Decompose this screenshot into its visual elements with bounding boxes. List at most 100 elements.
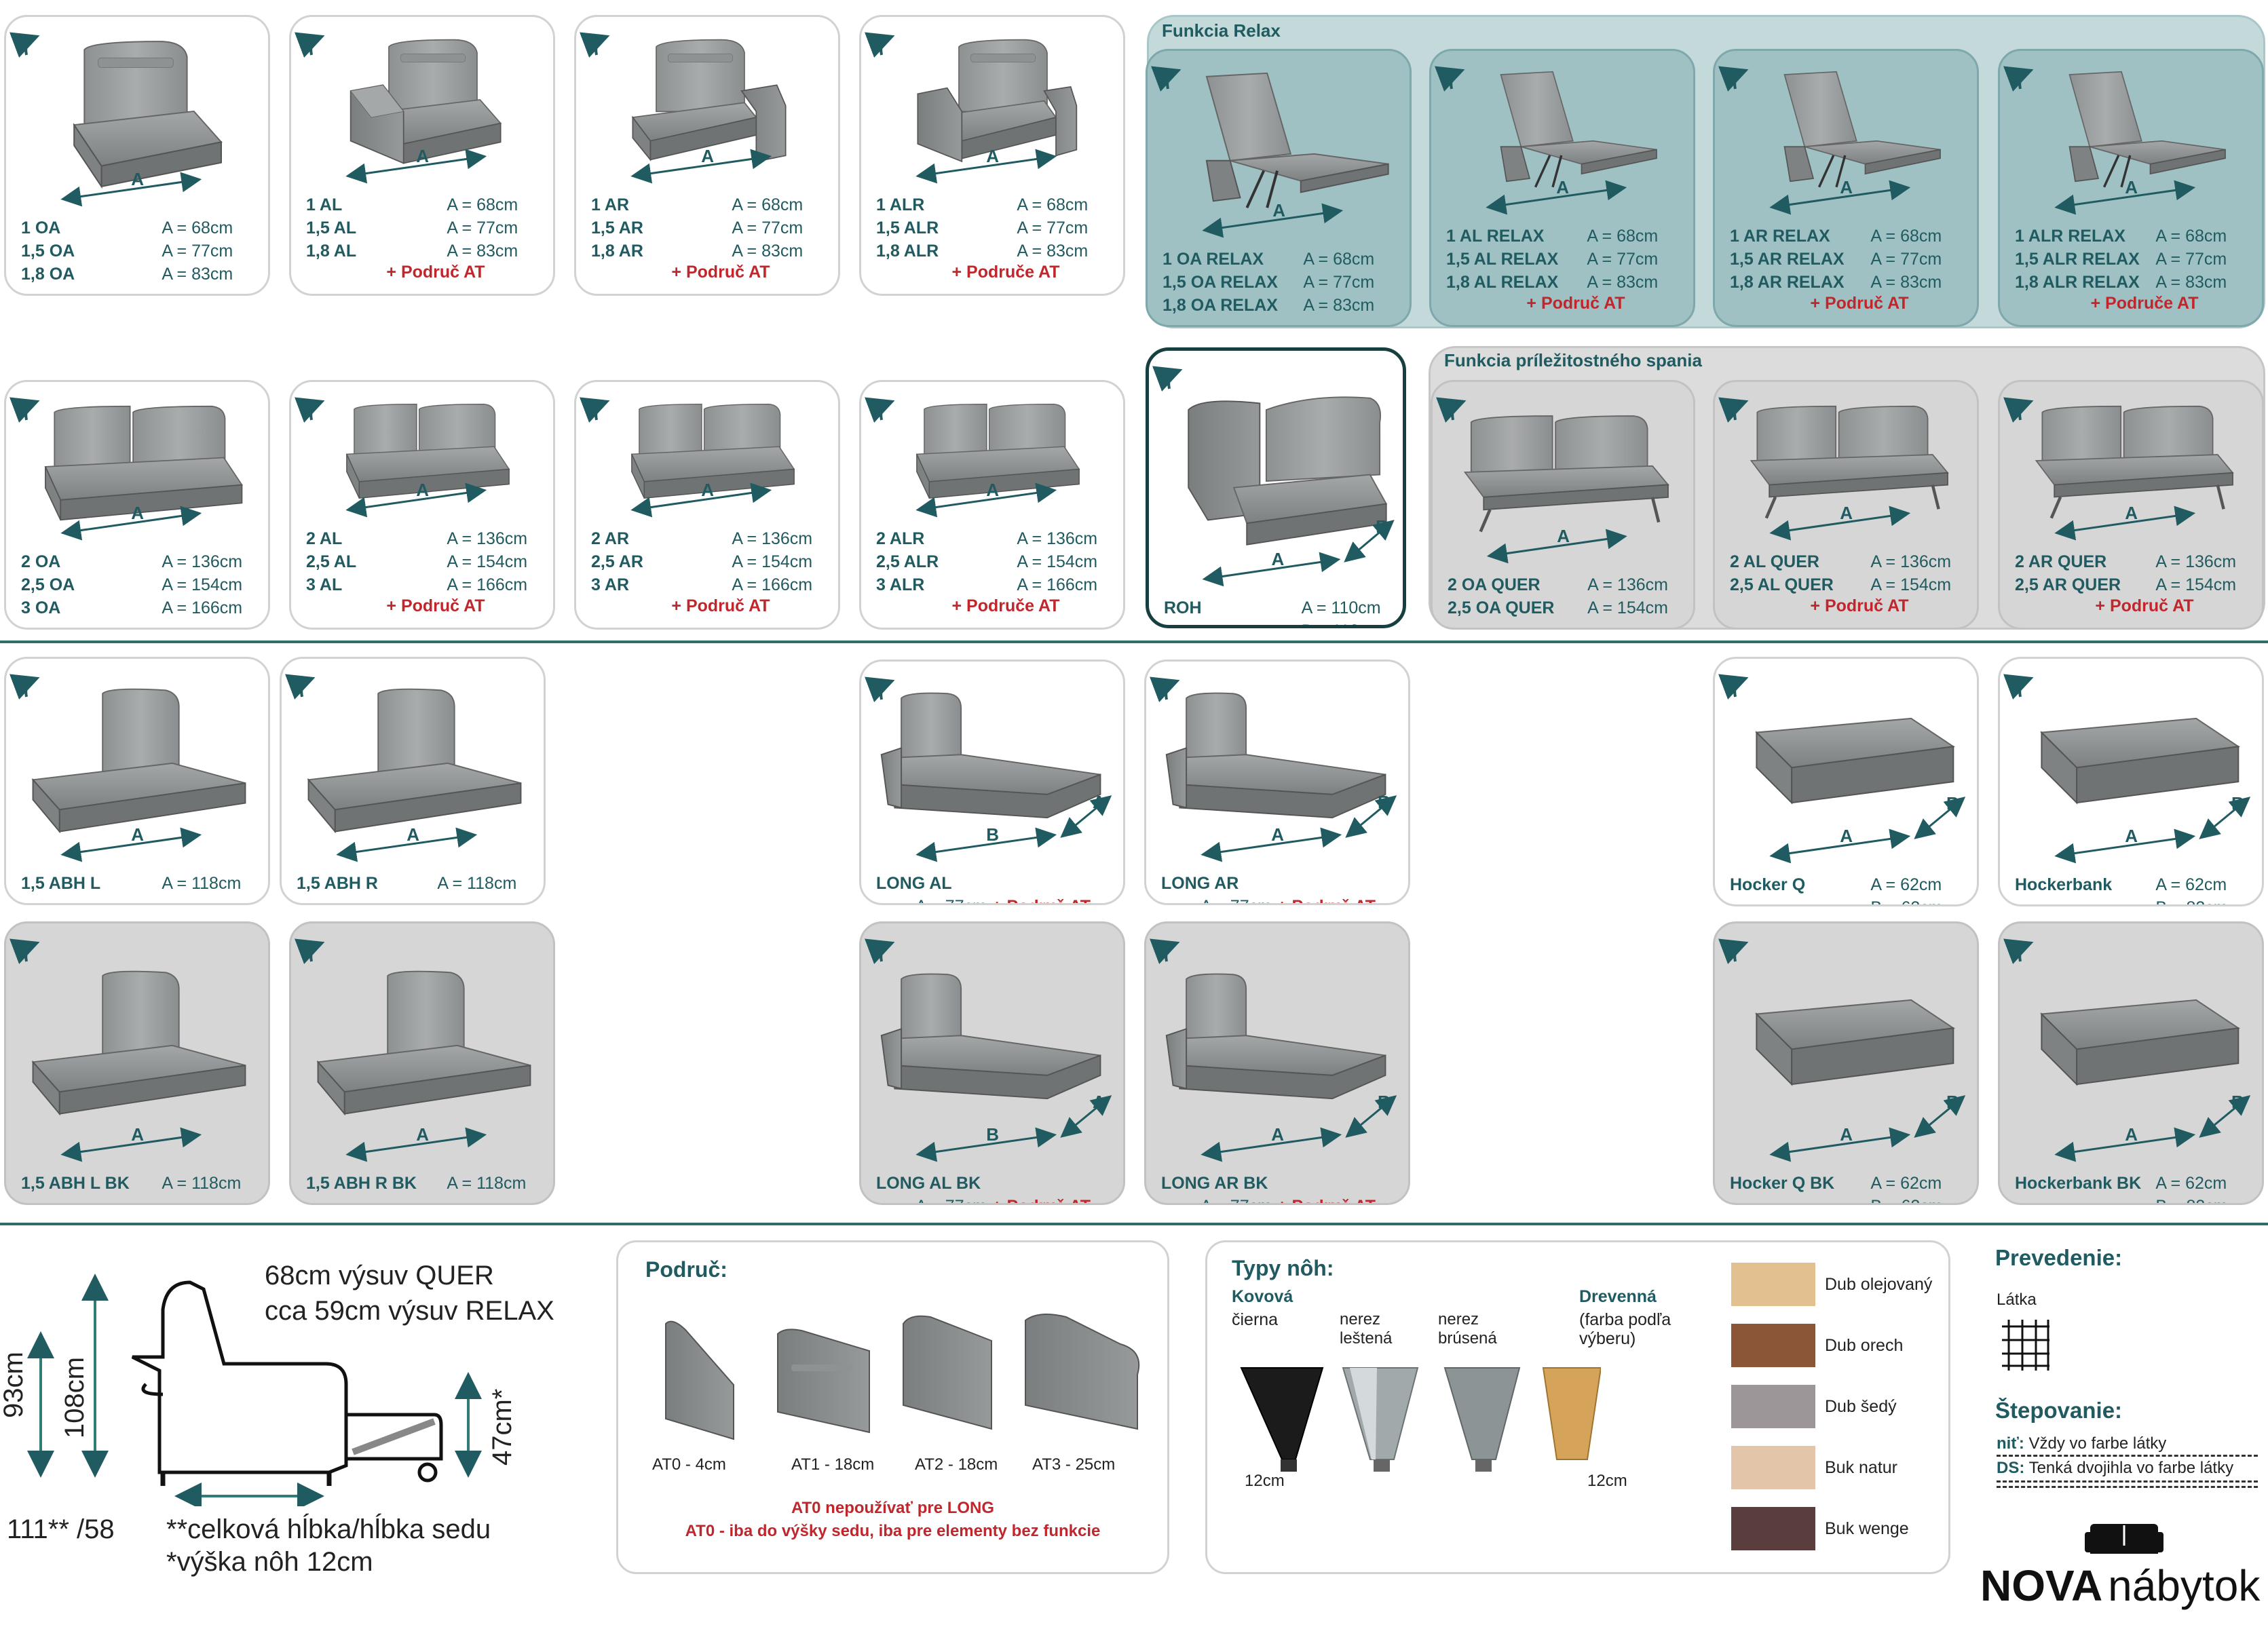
product-illustration: A	[1718, 397, 1979, 541]
design-title: Prevedenie:	[1995, 1245, 2123, 1270]
product-code: 1 AL RELAX	[1446, 227, 1545, 246]
dimension-text: A = 136cm	[1017, 529, 1098, 548]
dimension-text: A = 68cm	[1587, 227, 1659, 246]
product-illustration: A	[580, 32, 787, 184]
product-illustration: AB	[2003, 674, 2251, 864]
product-code: 2 AL QUER	[1730, 552, 1819, 571]
rotate-arrow-icon	[1152, 366, 1183, 391]
product-code: Hocker Q BK	[1730, 1174, 1835, 1193]
product-dimensions: A = 77cm+ Područ ATB = 190cm	[915, 895, 1091, 903]
dimension-arrow	[1769, 828, 1911, 864]
dimension-value: B = 82cm	[2155, 1195, 2227, 1203]
dimension-text: A = 118cm	[162, 874, 242, 893]
dimension-letter: A	[416, 480, 429, 500]
dimension-value: A = 166cm	[447, 573, 527, 596]
legs-metal-height: 12cm	[1245, 1472, 1285, 1490]
dimension-text: A = 62cm	[1870, 875, 1942, 894]
rotate-arrow-icon	[1436, 397, 1467, 423]
dimension-value: A = 68cm	[162, 216, 233, 240]
dimension-value: A = 136cm	[1870, 550, 1951, 573]
dimension-letter-2: B	[1378, 1092, 1391, 1112]
product-code: 1,5 AR RELAX	[1730, 250, 1845, 269]
rotate-arrow-icon	[2003, 938, 2034, 964]
product-code: Hockerbank	[2015, 875, 2113, 894]
dimension-text: B = 110cm	[1302, 622, 1382, 625]
dimension-text: A = 77cm	[2155, 250, 2227, 269]
dimension-arrow	[345, 149, 487, 184]
dimension-text: A = 136cm	[2155, 552, 2237, 571]
dimension-text: A = 83cm	[1017, 242, 1089, 261]
dimension-letter: A	[701, 146, 714, 166]
armrest-note1: AT0 nepoužívať pre LONG	[791, 1499, 995, 1517]
dimension-value: A = 83cm	[732, 240, 803, 263]
dimension-arrow	[60, 1127, 202, 1162]
dimension-letter: A	[1840, 503, 1853, 523]
dimension-text: A = 62cm	[1870, 1174, 1942, 1193]
dimension-value: A = 83cm	[1303, 294, 1374, 317]
dimension-text: A = 154cm	[732, 552, 813, 571]
dimension-text: A = 83cm	[732, 242, 804, 261]
rotate-arrow-icon	[1718, 397, 1749, 423]
dimension-text: A = 77cm	[1587, 250, 1659, 269]
product-code: 1,8 OA RELAX	[1163, 296, 1278, 315]
dimension-value: A = 77cm	[1303, 271, 1374, 294]
dimension-arrow	[915, 1127, 1057, 1162]
dimension-arrow	[2054, 505, 2196, 541]
legs-drawing	[1240, 1367, 1601, 1472]
dimension-text: A = 154cm	[162, 575, 243, 594]
legs-wood-title: Drevenná	[1579, 1287, 1657, 1306]
dimension-value: A = 77cm+ Područ AT	[915, 1195, 1091, 1203]
armrest-note: + Područ AT	[1810, 596, 1909, 615]
armrest-at1: AT1 - 18cm	[791, 1455, 875, 1474]
rotate-arrow-icon	[1718, 66, 1749, 92]
product-code: 1 AR RELAX	[1730, 227, 1830, 246]
dimension-arrow	[345, 482, 487, 518]
dimension-value: B = 82cm	[2155, 896, 2227, 904]
dimension-arrow-2	[1344, 520, 1395, 562]
dimension-arrow	[1201, 827, 1342, 862]
finish-label: Dub olejovaný	[1825, 1275, 1933, 1294]
product-dimensions: A = 118cm	[437, 872, 516, 895]
dimension-arrow-2	[1345, 1095, 1397, 1138]
dimension-letter: A	[1271, 1124, 1284, 1145]
dimension-arrow	[1202, 552, 1341, 587]
rotate-arrow-icon	[1150, 938, 1180, 964]
